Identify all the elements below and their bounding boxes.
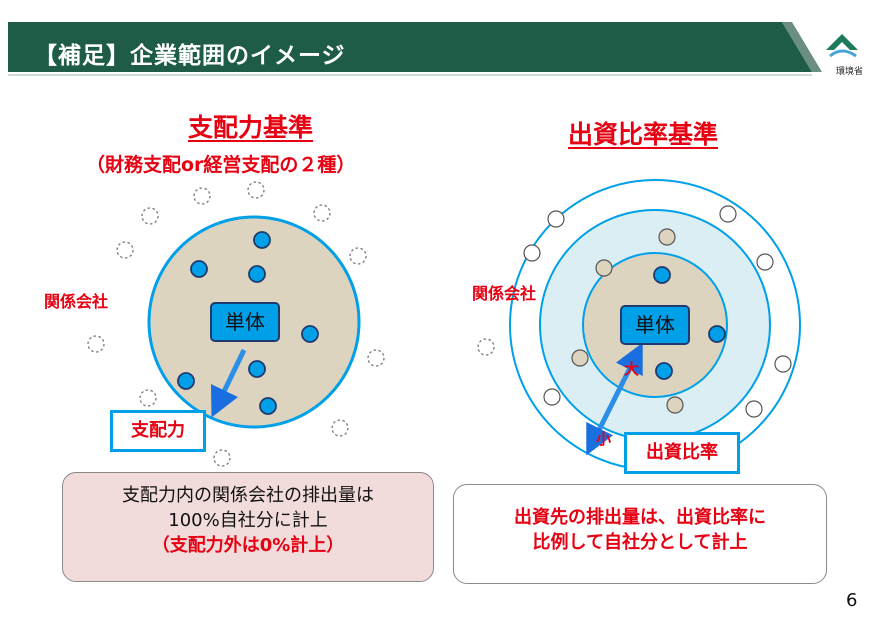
equity-arrow [586, 342, 643, 456]
left-note-line3: （支配力外は0%計上） [151, 535, 345, 556]
page-title: 【補足】企業範囲のイメージ [34, 43, 346, 69]
control-label-box: 支配力 [110, 410, 206, 452]
left-note-box: 支配力内の関係会社の排出量は 100%自社分に計上 （支配力外は0%計上） [62, 472, 434, 582]
left-subtitle: （財務支配or経営支配の２種） [86, 154, 356, 176]
right-note-box: 出資先の排出量は、出資比率に 比例して自社分として計上 [453, 484, 827, 584]
right-note-line1: 出資先の排出量は、出資比率に [514, 507, 766, 528]
inside-affiliates [177, 231, 319, 415]
right-note-line2: 比例して自社分として計上 [532, 532, 748, 553]
ministry-logo-text: 環境省 [836, 67, 864, 77]
small-label: 小 [596, 430, 612, 448]
outside-affiliates [87, 181, 385, 467]
right-title: 出資比率基準 [568, 120, 719, 149]
middle-ring-affiliates [571, 228, 684, 414]
left-note-line2: 100%自社分に計上 [168, 510, 328, 531]
left-unit-box: 単体 [210, 302, 280, 342]
left-affiliates-label: 関係会社 [44, 292, 109, 311]
header-banner [8, 22, 858, 76]
inner-ring-affiliates [653, 266, 726, 380]
outside-affiliate [477, 338, 495, 356]
outer-ring-affiliates [523, 205, 792, 418]
equity-label-box: 出資比率 [624, 432, 740, 474]
page-number: 6 [846, 590, 858, 611]
right-affiliates-label: 関係会社 [472, 284, 537, 303]
left-title: 支配力基準 [188, 113, 314, 142]
left-note-line1: 支配力内の関係会社の排出量は [122, 485, 374, 506]
right-unit-box: 単体 [620, 305, 690, 345]
large-label: 大 [624, 360, 640, 378]
control-arrow [210, 348, 247, 418]
ministry-logo-icon [826, 34, 858, 58]
